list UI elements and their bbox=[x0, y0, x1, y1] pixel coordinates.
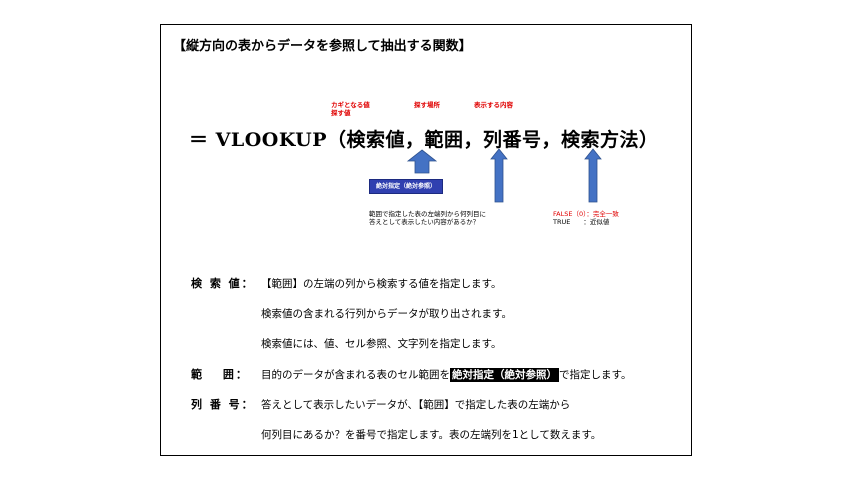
range-label: 範 囲： bbox=[191, 368, 249, 381]
slide-title: 【縦方向の表からデータを参照して抽出する関数】 bbox=[173, 39, 472, 54]
lookup-value-line2: 検索値の含まれる行列からデータが取り出されます。 bbox=[261, 308, 512, 320]
slide: 【縦方向の表からデータを参照して抽出する関数】 カギとなる値 探す値 探す場所 … bbox=[160, 24, 692, 456]
range-text-pre: 目的のデータが含まれる表のセル範囲を bbox=[261, 369, 450, 381]
label-display-content: 表示する内容 bbox=[474, 101, 513, 109]
vlookup-formula: ＝ VLOOKUP（検索値，範囲，列番号，検索方法） bbox=[189, 129, 659, 151]
arrow-layer bbox=[406, 148, 602, 203]
method-true-line: TRUE ：近似値 bbox=[553, 218, 610, 226]
column-number-line2: 何列目にあるか？を番号で指定します。表の左端列を1として数えます。 bbox=[261, 429, 602, 441]
label-key-value-line1: カギとなる値 bbox=[331, 101, 370, 109]
method-false-line: FALSE（0）：完全一致 bbox=[553, 210, 619, 218]
lookup-value-line1: 【範囲】の左端の列から検索する値を指定します。 bbox=[261, 278, 502, 290]
arrow-up-column-icon bbox=[490, 148, 508, 203]
column-note-line2: 答えとして表示したい内容があるか？ bbox=[369, 218, 480, 226]
lookup-value-line3: 検索値には、値、セル参照、文字列を指定します。 bbox=[261, 338, 502, 350]
lookup-value-label: 検 索 値： bbox=[191, 277, 255, 290]
range-description: 目的のデータが含まれる表のセル範囲を絶対指定（絶対参照）で指定します。 bbox=[261, 368, 631, 382]
label-search-range: 探す場所 bbox=[414, 101, 440, 109]
label-key-value: カギとなる値 探す値 bbox=[331, 101, 370, 117]
column-note: 範囲で指定した表の左端列から何列目に 答えとして表示したい内容があるか？ bbox=[369, 210, 486, 226]
method-note: FALSE（0）：完全一致 TRUE ：近似値 bbox=[553, 210, 619, 226]
arrow-up-method-icon bbox=[584, 148, 602, 203]
arrow-up-range-icon bbox=[406, 149, 438, 174]
label-key-value-line2: 探す値 bbox=[331, 109, 351, 117]
absolute-reference-box: 絶対指定（絶対参照） bbox=[369, 179, 443, 194]
column-number-line1: 答えとして表示したいデータが、【範囲】で指定した表の左端から bbox=[261, 399, 571, 411]
column-number-label: 列 番 号： bbox=[191, 398, 255, 411]
column-note-line1: 範囲で指定した表の左端列から何列目に bbox=[369, 210, 486, 218]
range-text-post: で指定します。 bbox=[559, 369, 632, 381]
range-highlight: 絶対指定（絶対参照） bbox=[450, 368, 559, 382]
